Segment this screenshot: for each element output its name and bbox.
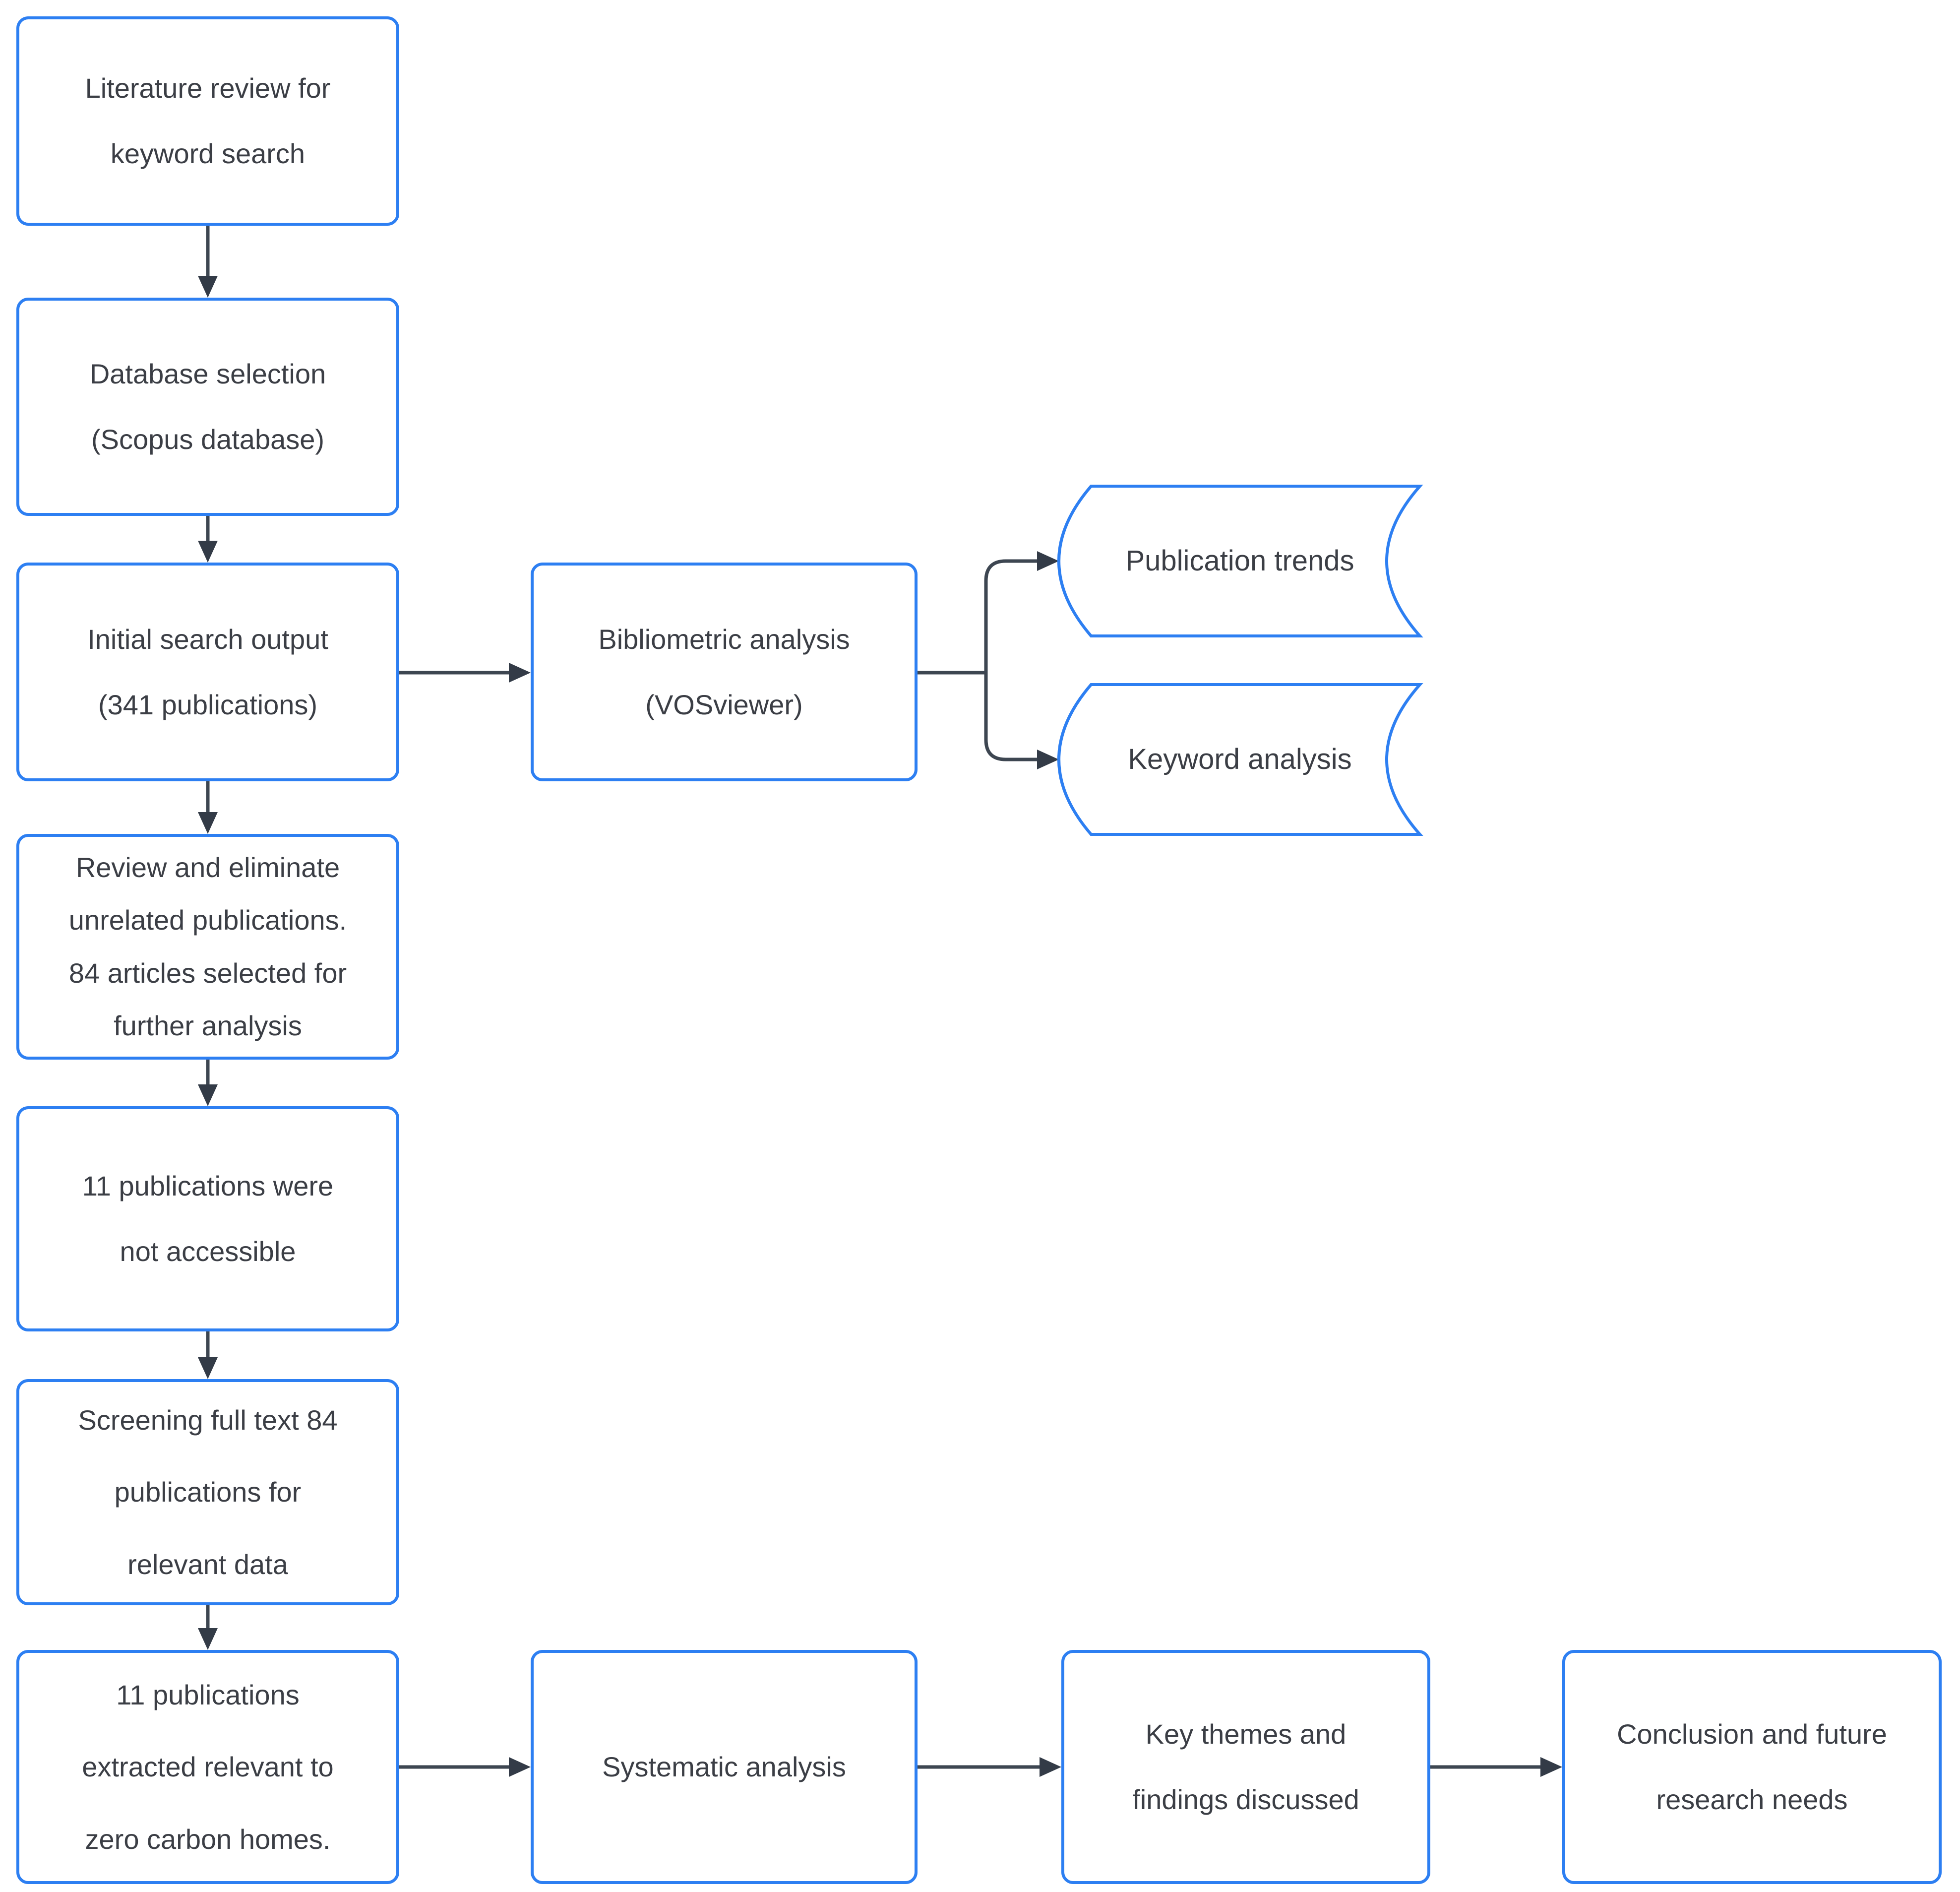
publication-trends-shape	[1057, 485, 1423, 637]
node-review-eliminate-label: Review and eliminate unrelated publicati…	[68, 851, 347, 1041]
node-extracted-publications: 11 publications extracted relevant to ze…	[16, 1650, 399, 1884]
node-screening-full-text-label: Screening full text 84 publications for …	[78, 1404, 338, 1580]
arrow-screening-to-extracted	[198, 1605, 218, 1650]
arrow-initial-to-bibliometric	[399, 663, 531, 683]
node-initial-search-output-label: Initial search output (341 publications)	[87, 623, 328, 720]
node-literature-review-label: Literature review for keyword search	[85, 72, 331, 169]
node-conclusion-label: Conclusion and future research needs	[1617, 1718, 1887, 1815]
arrow-review-to-notaccessible	[198, 1060, 218, 1106]
node-extracted-publications-label: 11 publications extracted relevant to ze…	[82, 1679, 334, 1855]
arrow-systematic-to-keythemes	[918, 1757, 1061, 1777]
arrow-initial-to-review	[198, 781, 218, 834]
node-screening-full-text: Screening full text 84 publications for …	[16, 1379, 399, 1605]
node-not-accessible: 11 publications were not accessible	[16, 1106, 399, 1331]
node-bibliometric-analysis-label: Bibliometric analysis (VOSviewer)	[598, 623, 850, 720]
node-not-accessible-label: 11 publications were not accessible	[82, 1170, 334, 1267]
node-conclusion: Conclusion and future research needs	[1562, 1650, 1942, 1884]
node-keyword-analysis-label: Keyword analysis	[1128, 743, 1352, 776]
arrow-literature-to-database	[198, 226, 218, 298]
node-literature-review: Literature review for keyword search	[16, 16, 399, 226]
node-bibliometric-analysis: Bibliometric analysis (VOSviewer)	[531, 563, 918, 781]
node-database-selection-label: Database selection (Scopus database)	[89, 358, 326, 455]
arrow-database-to-initial	[198, 516, 218, 563]
node-key-themes-label: Key themes and findings discussed	[1132, 1718, 1359, 1815]
keyword-analysis-shape	[1057, 683, 1423, 836]
node-publication-trends-label: Publication trends	[1125, 545, 1354, 577]
node-systematic-analysis: Systematic analysis	[531, 1650, 918, 1884]
node-key-themes: Key themes and findings discussed	[1061, 1650, 1430, 1884]
arrow-extracted-to-systematic	[399, 1757, 531, 1777]
node-keyword-analysis: Keyword analysis	[1091, 685, 1389, 834]
arrow-bibliometric-to-trends-and-keywords	[918, 551, 1059, 769]
node-systematic-analysis-label: Systematic analysis	[602, 1751, 846, 1783]
arrow-keythemes-to-conclusion	[1430, 1757, 1562, 1777]
node-database-selection: Database selection (Scopus database)	[16, 298, 399, 516]
node-review-eliminate: Review and eliminate unrelated publicati…	[16, 834, 399, 1060]
node-publication-trends: Publication trends	[1091, 486, 1389, 636]
arrow-notaccessible-to-screening	[198, 1331, 218, 1379]
node-initial-search-output: Initial search output (341 publications)	[16, 563, 399, 781]
